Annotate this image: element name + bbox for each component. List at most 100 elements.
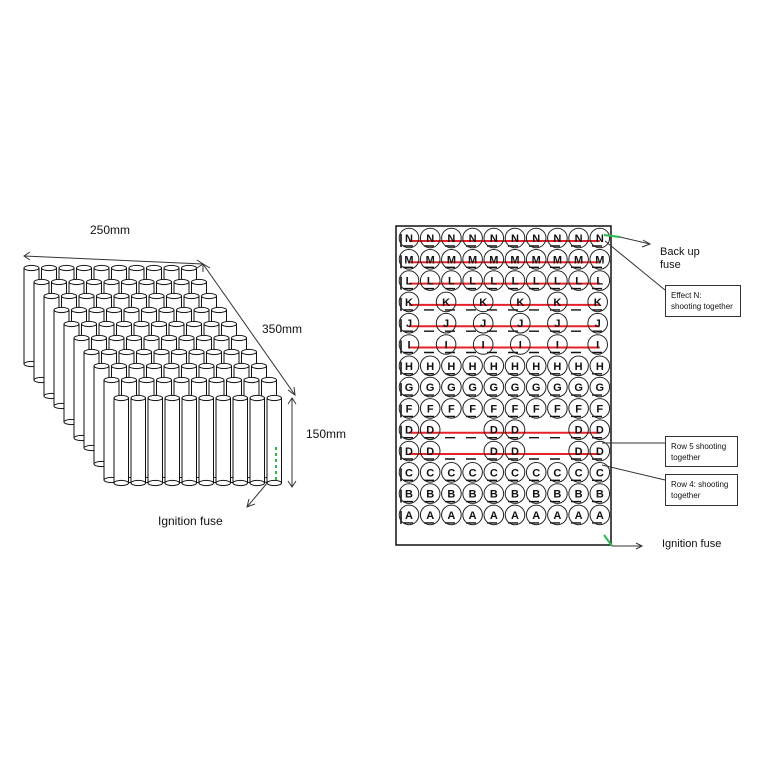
tube-letter: F xyxy=(596,403,603,415)
tube-circle xyxy=(462,355,483,377)
tube-circle xyxy=(525,462,547,483)
tube-letter: L xyxy=(575,276,582,288)
tube-letter: F xyxy=(575,403,582,415)
tube-circle xyxy=(398,312,420,334)
tube-circle xyxy=(398,419,420,441)
tube-letter: L xyxy=(427,276,434,288)
tube-letter: D xyxy=(596,425,604,437)
tube-circle xyxy=(568,440,589,462)
tube-circle xyxy=(547,462,568,483)
tube-letter: H xyxy=(511,361,519,373)
tube-letter: C xyxy=(553,467,561,479)
tube-letter: C xyxy=(532,467,540,479)
tube-circle xyxy=(525,398,547,419)
tube-letter: H xyxy=(490,361,498,373)
tube-circle xyxy=(419,248,441,270)
tube-letter: D xyxy=(575,446,583,458)
tube-letter: F xyxy=(554,403,561,415)
tube-letter: J xyxy=(517,318,523,330)
row5-callout: Row 5 shooting together xyxy=(665,436,738,467)
tube-circle xyxy=(568,504,589,526)
tube-letter: C xyxy=(469,467,477,479)
tube-circle xyxy=(435,312,457,334)
tube-letter: I xyxy=(596,340,599,352)
tube-circle xyxy=(462,270,483,291)
tube-circle xyxy=(483,227,505,249)
tube-circle xyxy=(472,312,494,334)
tube-letter: H xyxy=(405,361,413,373)
backup-fuse-label: Back up fuse xyxy=(660,246,700,272)
ignition-fuse-right xyxy=(603,534,644,550)
tube-circle xyxy=(483,248,505,270)
tube-letter: F xyxy=(448,403,455,415)
tube-circle xyxy=(587,312,608,334)
tube-letter: C xyxy=(511,467,519,479)
tube-letter: B xyxy=(553,489,561,501)
cake-front-tube xyxy=(266,394,282,487)
tube-letter: I xyxy=(445,340,448,352)
tube-circle xyxy=(462,504,483,526)
tube-letter: A xyxy=(490,510,498,522)
tube-letter: I xyxy=(482,340,485,352)
tube-circle xyxy=(419,462,441,483)
tube-letter: D xyxy=(490,425,498,437)
tube-letter: M xyxy=(553,254,562,266)
tube-letter: H xyxy=(426,361,434,373)
cake-front-row xyxy=(113,394,282,487)
tube-letter: B xyxy=(405,489,413,501)
tube-circle xyxy=(462,398,483,419)
tube-circle xyxy=(587,334,608,355)
tube-circle xyxy=(441,376,462,398)
cake-front-tube xyxy=(130,394,146,487)
tube-letter: J xyxy=(443,318,449,330)
tube-circle xyxy=(547,248,568,270)
tube-letter: D xyxy=(596,446,604,458)
tube-circle xyxy=(525,376,547,398)
cake-front-tube xyxy=(164,394,180,487)
tube-circle xyxy=(398,334,420,355)
tube-letter: J xyxy=(480,318,486,330)
tube-letter: D xyxy=(405,425,413,437)
tube-letter: N xyxy=(405,233,413,245)
tube-circle xyxy=(398,227,420,249)
tube-letter: F xyxy=(427,403,434,415)
cake-front-tube xyxy=(113,394,129,487)
tube-letter: G xyxy=(574,382,583,394)
tube-circle xyxy=(504,419,526,441)
tube-circle xyxy=(419,398,441,419)
tube-circle xyxy=(462,462,483,483)
tube-circle xyxy=(504,355,526,377)
effect-n-callout: Effect N: shooting together xyxy=(665,285,741,317)
tube-letter: N xyxy=(447,233,455,245)
tube-letter: B xyxy=(575,489,583,501)
tube-letter: G xyxy=(468,382,477,394)
row5-line2: together xyxy=(671,453,701,462)
tube-circle xyxy=(441,398,462,419)
tube-circle xyxy=(483,355,505,377)
tube-circle xyxy=(510,291,531,313)
tube-circle xyxy=(510,312,531,334)
tube-letter: G xyxy=(426,382,435,394)
tube-circle xyxy=(547,334,568,355)
tube-circle xyxy=(483,376,505,398)
tube-letter: I xyxy=(407,340,410,352)
tube-circle xyxy=(510,334,531,355)
tube-letter: G xyxy=(596,382,605,394)
tube-circle xyxy=(589,504,611,526)
tube-letter: L xyxy=(533,276,540,288)
tube-circle xyxy=(441,462,462,483)
tube-circle xyxy=(441,227,462,249)
tube-circle xyxy=(525,270,547,291)
tube-letter: H xyxy=(447,361,455,373)
tube-letter: A xyxy=(596,510,604,522)
tube-circle xyxy=(547,355,568,377)
tube-letter: N xyxy=(511,233,519,245)
tube-letter: K xyxy=(594,297,602,309)
tube-letter: G xyxy=(405,382,414,394)
